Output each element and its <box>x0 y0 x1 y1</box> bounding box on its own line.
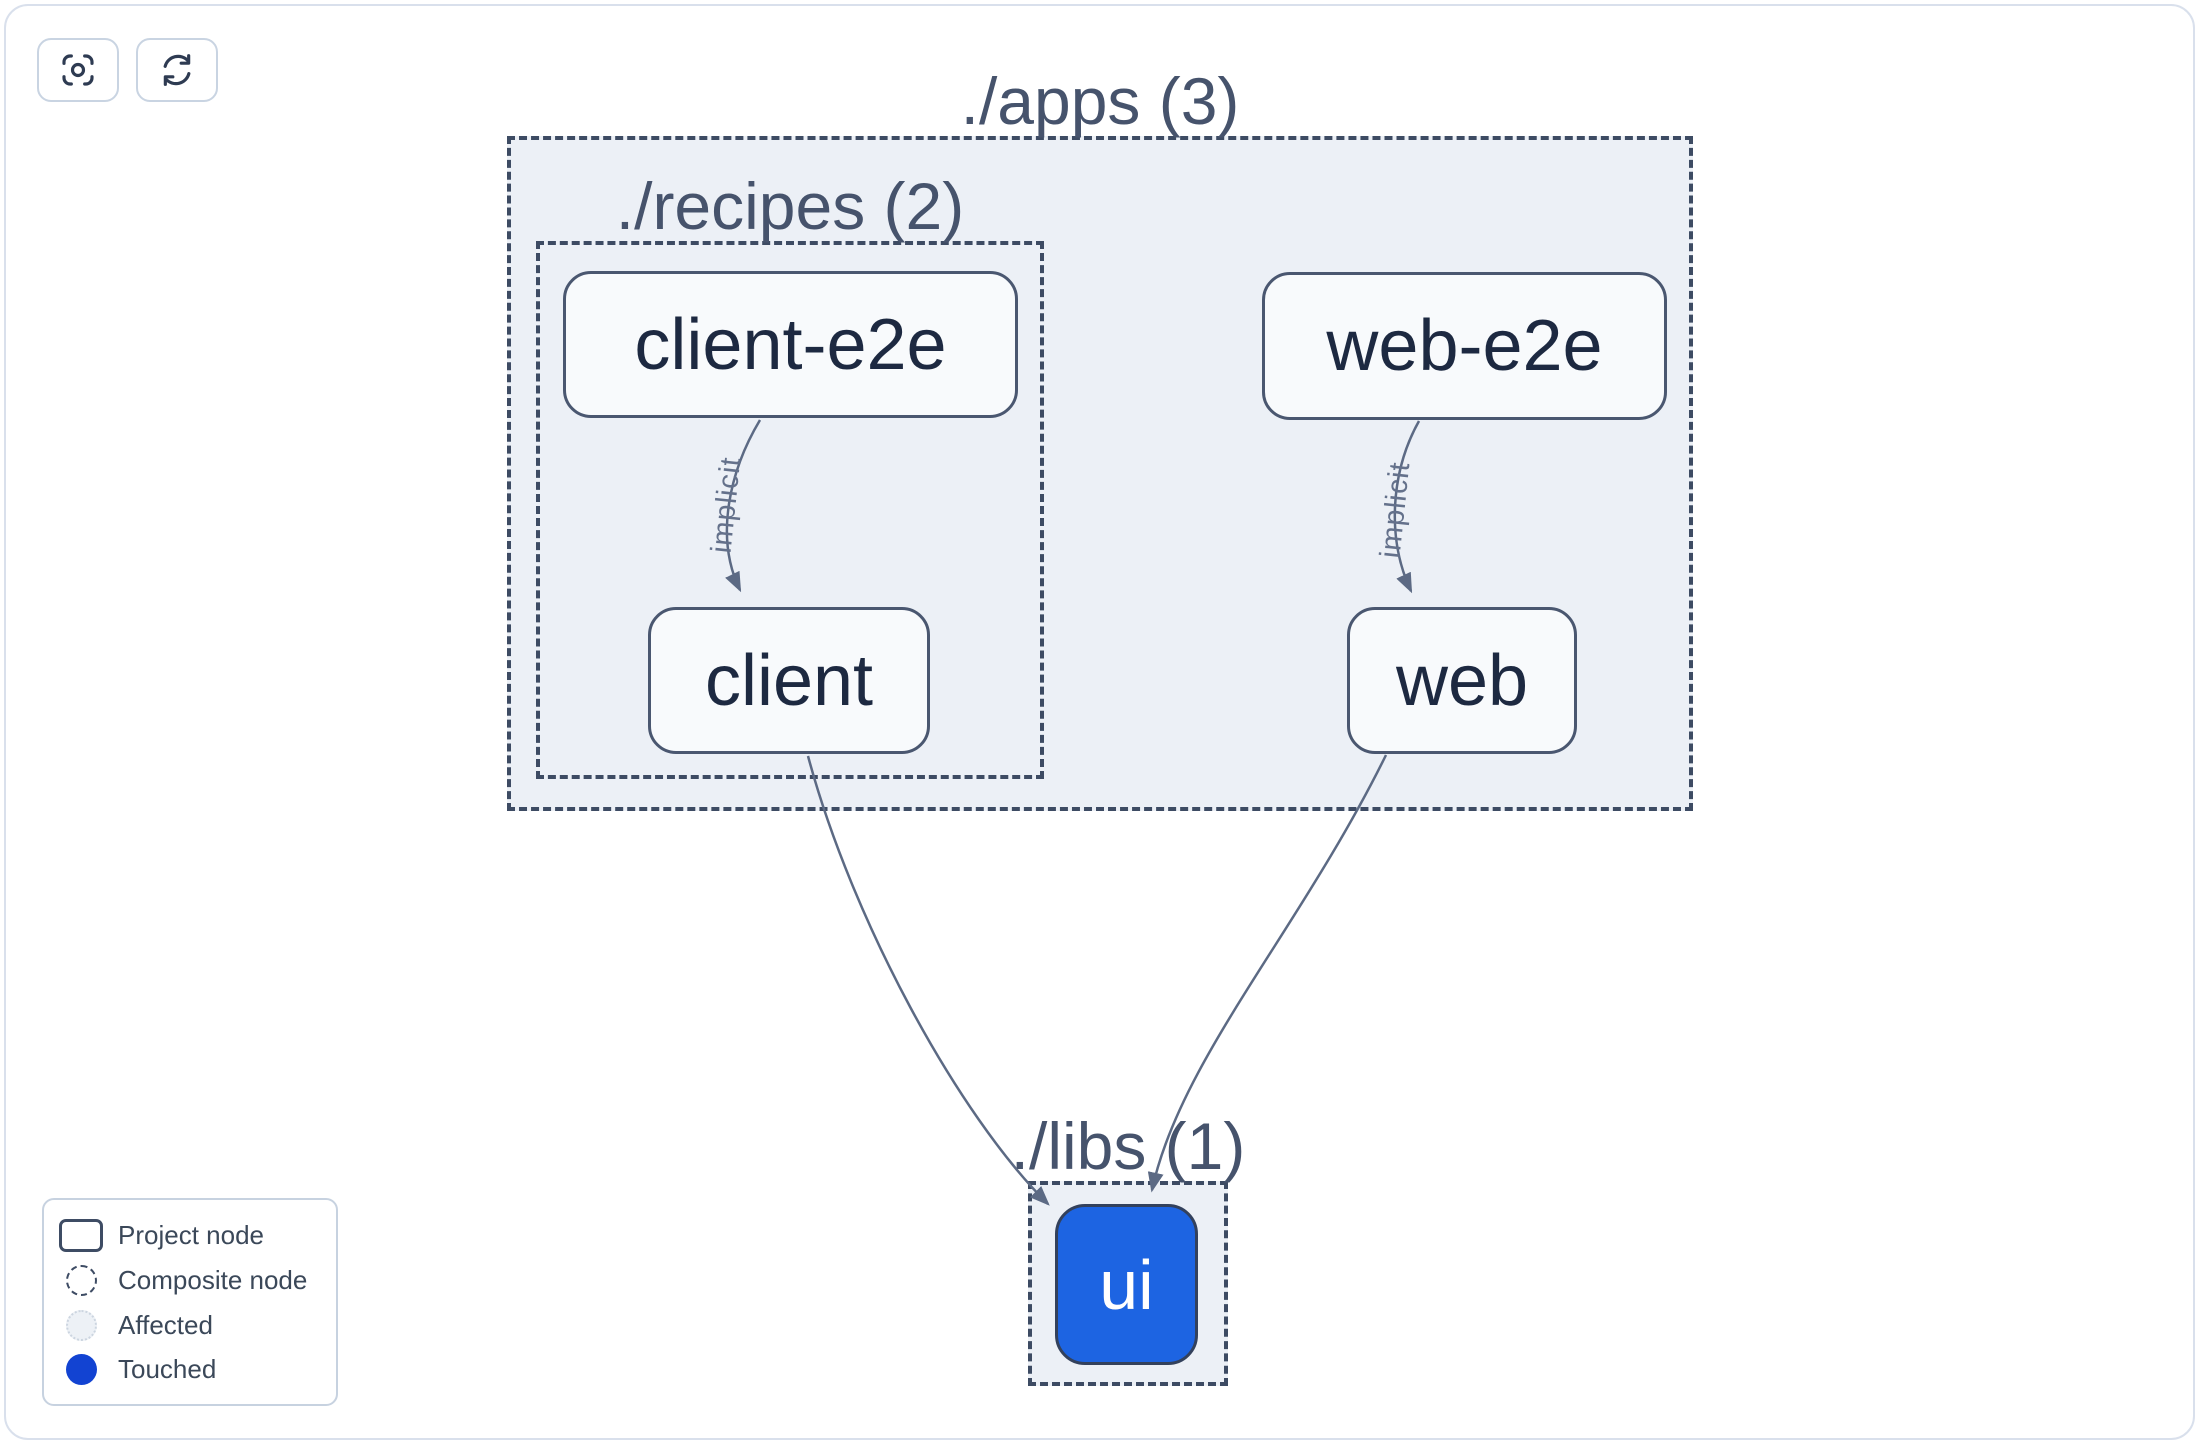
viewfinder-icon <box>62 54 94 86</box>
focus-button[interactable] <box>37 38 119 102</box>
node-client-e2e[interactable]: client-e2e <box>563 271 1018 418</box>
legend-item-composite-node: Composite node <box>44 1265 336 1297</box>
legend-item-touched: Touched <box>44 1353 336 1385</box>
node-web-label: web <box>1395 640 1529 721</box>
node-ui-label: ui <box>1099 1245 1154 1324</box>
refresh-icon <box>163 54 191 86</box>
legend-label: Affected <box>118 1309 213 1340</box>
legend-label: Composite node <box>118 1265 308 1296</box>
node-ui[interactable]: ui <box>1055 1204 1198 1365</box>
node-client-label: client <box>704 640 874 721</box>
legend: Project node Composite node Affected Tou… <box>42 1198 338 1406</box>
composite-libs-label[interactable]: ./libs (1) <box>1010 1109 1246 1183</box>
project-node-swatch <box>59 1219 103 1253</box>
legend-label: Project node <box>118 1220 264 1251</box>
legend-label: Touched <box>118 1353 217 1384</box>
affected-swatch <box>65 1309 97 1341</box>
composite-recipes-label[interactable]: ./recipes (2) <box>615 169 965 243</box>
composite-apps-label[interactable]: ./apps (3) <box>960 64 1240 138</box>
node-client[interactable]: client <box>648 607 930 754</box>
touched-swatch <box>65 1353 97 1385</box>
node-web-e2e[interactable]: web-e2e <box>1262 272 1667 420</box>
node-web-e2e-label: web-e2e <box>1326 306 1603 386</box>
node-client-e2e-label: client-e2e <box>634 304 947 385</box>
node-web[interactable]: web <box>1347 607 1577 754</box>
refresh-button[interactable] <box>136 38 218 102</box>
legend-item-project-node: Project node <box>44 1219 336 1253</box>
legend-item-affected: Affected <box>44 1309 336 1341</box>
composite-node-swatch <box>65 1265 97 1297</box>
